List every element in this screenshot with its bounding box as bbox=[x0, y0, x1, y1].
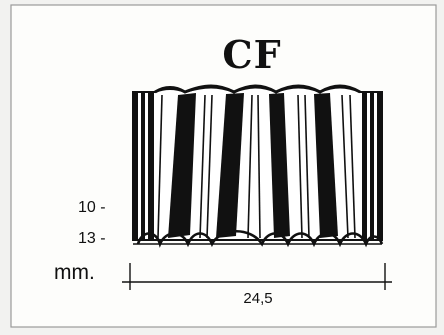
right-end-band-2 bbox=[370, 92, 374, 240]
corrugation-line-4 bbox=[247, 94, 253, 239]
corrugated-fastener-illustration bbox=[132, 84, 384, 248]
corrugation-line-6 bbox=[297, 94, 303, 239]
product-title: CF bbox=[222, 32, 281, 77]
unit-label: mm. bbox=[54, 261, 95, 284]
width-value-label: 24,5 bbox=[243, 290, 272, 307]
left-end-band bbox=[133, 92, 138, 240]
width-dimension bbox=[122, 263, 392, 290]
corrugation-line-1 bbox=[157, 94, 163, 239]
top-wave-edge bbox=[154, 84, 361, 94]
corrugation-line-5 bbox=[257, 94, 261, 239]
left-end-band-3 bbox=[148, 92, 154, 240]
right-end-band bbox=[362, 92, 367, 240]
corrugation-line-9 bbox=[349, 94, 356, 239]
bottom-scalloped-edge bbox=[136, 230, 384, 248]
corrugation-band-3 bbox=[269, 93, 290, 238]
right-end-band-3 bbox=[377, 92, 382, 240]
corrugation-band-1 bbox=[168, 93, 196, 238]
corrugation-line-3 bbox=[206, 94, 213, 239]
corrugation-line-2 bbox=[199, 94, 206, 239]
corrugation-band-4 bbox=[314, 93, 338, 238]
left-end-band-2 bbox=[141, 92, 145, 240]
height-label-13: 13 - bbox=[78, 230, 106, 247]
corrugation-line-7 bbox=[304, 94, 310, 239]
corrugation-line-8 bbox=[341, 94, 349, 239]
height-label-10: 10 - bbox=[78, 199, 106, 216]
corrugation-band-2 bbox=[216, 93, 244, 238]
